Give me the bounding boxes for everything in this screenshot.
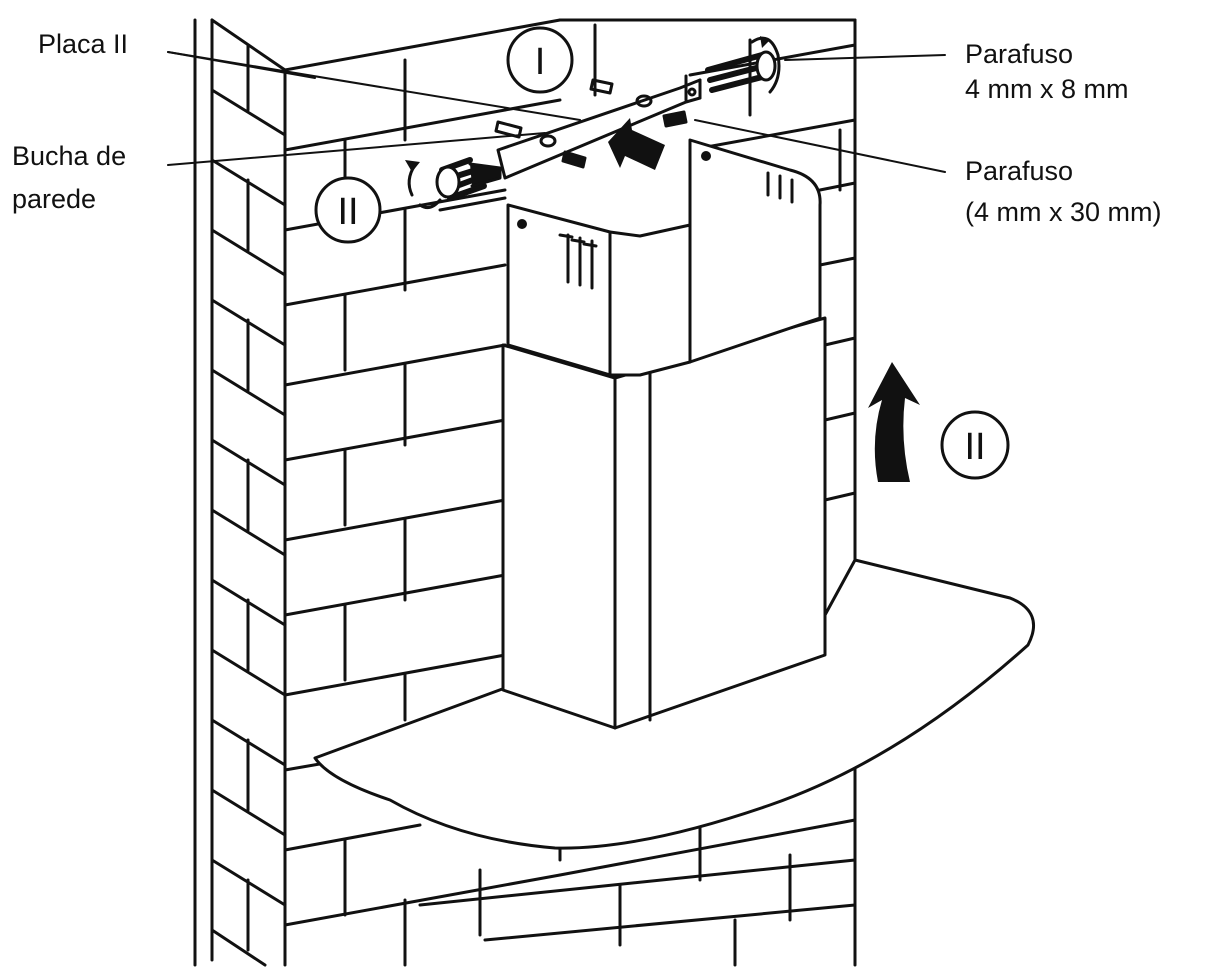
- lift-arrow-icon: [868, 362, 920, 482]
- label-plate: Placa II: [38, 29, 129, 59]
- label-wall-plug-line1: Bucha de: [12, 141, 127, 171]
- screw-left: [435, 157, 502, 201]
- mounting-plate: [496, 74, 702, 180]
- step-circle-right: [940, 410, 1010, 480]
- label-screw-large-line2: (4 mm x 30 mm): [965, 197, 1162, 227]
- label-wall-plug-line2: parede: [12, 184, 97, 214]
- lower-chimney: [501, 316, 827, 730]
- upper-chimney: [506, 138, 822, 377]
- screw-right: [705, 50, 777, 93]
- insert-arrow-icon: [608, 118, 665, 170]
- step-label-right: II: [964, 426, 985, 468]
- step-circle-top: [506, 26, 574, 94]
- label-screw-large-line1: Parafuso: [965, 156, 1074, 186]
- step-label-top: I: [535, 41, 546, 83]
- leader-lines: [167, 51, 946, 173]
- label-screw-small-line1: Parafuso: [965, 39, 1074, 69]
- step-label-left: II: [337, 191, 358, 233]
- wall-plugs: [494, 78, 688, 169]
- label-screw-small-line2: 4 mm x 8 mm: [965, 74, 1129, 104]
- step-circle-left: [314, 176, 382, 244]
